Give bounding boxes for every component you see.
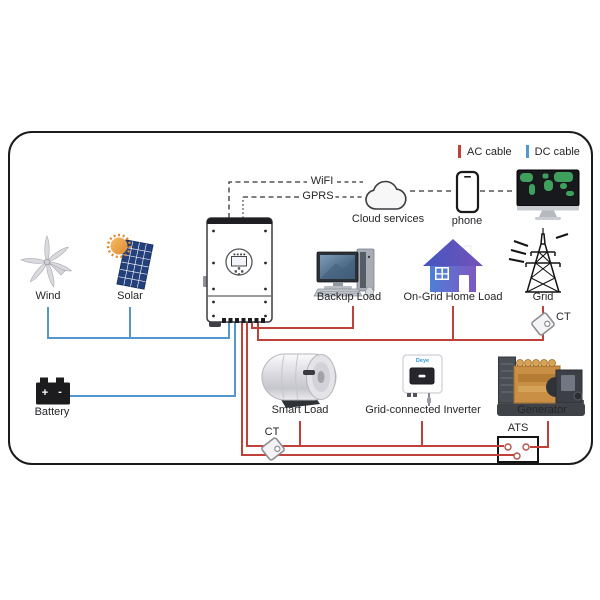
dc-cable-label: DC cable bbox=[534, 145, 580, 158]
ct-grid-label: CT bbox=[556, 311, 571, 323]
dc-cable-swatch bbox=[525, 145, 529, 158]
monitor-icon bbox=[516, 169, 580, 220]
gci-icon bbox=[402, 354, 443, 406]
smart-load-icon bbox=[261, 353, 337, 408]
phone-icon bbox=[455, 170, 480, 214]
backup-load-label: Backup Load bbox=[316, 291, 382, 303]
wire-upper-bus bbox=[246, 322, 504, 447]
wind-label: Wind bbox=[35, 290, 61, 302]
phone-label: phone bbox=[451, 215, 483, 227]
sun-icon bbox=[110, 237, 128, 255]
battery-label: Battery bbox=[34, 406, 70, 418]
ats-label: ATS bbox=[507, 422, 529, 434]
hybrid-inverter-icon bbox=[203, 217, 273, 327]
ct-grid-icon bbox=[531, 312, 555, 336]
inverter-screws bbox=[212, 229, 267, 318]
gci-label: Grid-connected Inverter bbox=[365, 404, 481, 416]
cloud-services-label: Cloud services bbox=[351, 213, 425, 225]
home-load-icon bbox=[423, 239, 483, 292]
wire-generator bbox=[530, 421, 549, 448]
ac-cable-swatch bbox=[458, 145, 461, 158]
generator-label: Generator bbox=[517, 404, 567, 416]
inverter-buttons bbox=[234, 267, 244, 276]
wind-turbine-icon bbox=[20, 235, 73, 288]
gci-logo: Deye bbox=[415, 358, 430, 364]
wire-battery bbox=[70, 322, 236, 397]
cable-legend: AC cable DC cable bbox=[458, 145, 580, 158]
inverter-lcd bbox=[231, 256, 247, 267]
world-map bbox=[520, 172, 574, 196]
home-load-label: On-Grid Home Load bbox=[403, 291, 503, 303]
generator-icon bbox=[497, 356, 585, 416]
solar-panel-icon bbox=[106, 233, 154, 290]
smart-load-label: Smart Load bbox=[271, 404, 329, 416]
ac-cable-label: AC cable bbox=[467, 145, 512, 158]
diagram-frame bbox=[8, 131, 593, 465]
wifi-dash-line bbox=[228, 181, 307, 218]
wire-wind-solar-bus bbox=[47, 307, 230, 339]
battery-icon bbox=[36, 377, 70, 405]
wire-backup-load bbox=[251, 306, 354, 329]
backup-load-icon bbox=[313, 248, 375, 298]
ct-bottom-icon bbox=[261, 437, 285, 461]
cloud-icon bbox=[365, 180, 407, 210]
battery-minus-symbol: - bbox=[58, 386, 62, 398]
gprs-label: GPRS bbox=[300, 190, 336, 203]
ct-bottom-label: CT bbox=[264, 426, 280, 438]
sun-rays bbox=[106, 233, 132, 259]
wifi-label: WiFI bbox=[308, 175, 336, 188]
battery-plus-symbol: + bbox=[41, 387, 49, 399]
solar-label: Solar bbox=[117, 290, 143, 302]
wire-lower-bus bbox=[241, 322, 514, 456]
grid-tower-icon bbox=[508, 228, 569, 293]
grid-label: Grid bbox=[532, 291, 554, 303]
inverter-ports bbox=[222, 318, 265, 323]
ats-terminals bbox=[504, 443, 530, 460]
wire-grid-bus bbox=[257, 306, 544, 341]
